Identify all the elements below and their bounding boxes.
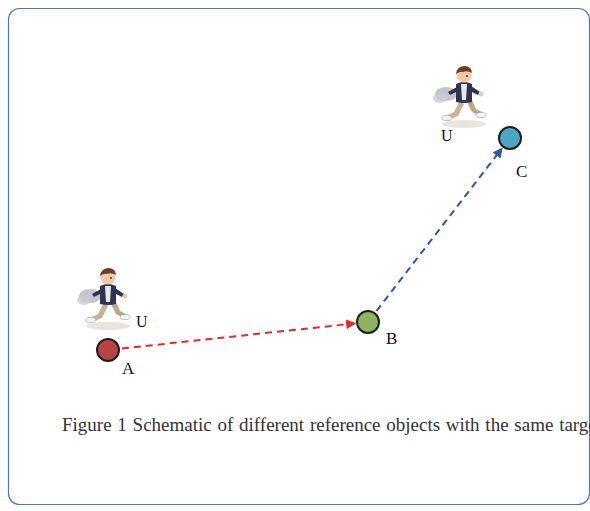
point-label: C xyxy=(516,163,527,180)
dashed-arrow xyxy=(377,149,502,311)
reference-point: B xyxy=(356,310,380,334)
person-figure xyxy=(433,66,486,128)
person-figure xyxy=(77,268,130,330)
reference-point: C xyxy=(498,126,522,150)
point-label: B xyxy=(386,330,397,347)
figure-caption: Figure 1 Schematic of different referenc… xyxy=(62,413,590,438)
user-label: U xyxy=(441,128,453,144)
reference-point: A xyxy=(96,338,120,362)
point-label: A xyxy=(122,360,134,377)
dashed-arrow xyxy=(122,323,354,348)
user-label: U xyxy=(136,314,148,330)
